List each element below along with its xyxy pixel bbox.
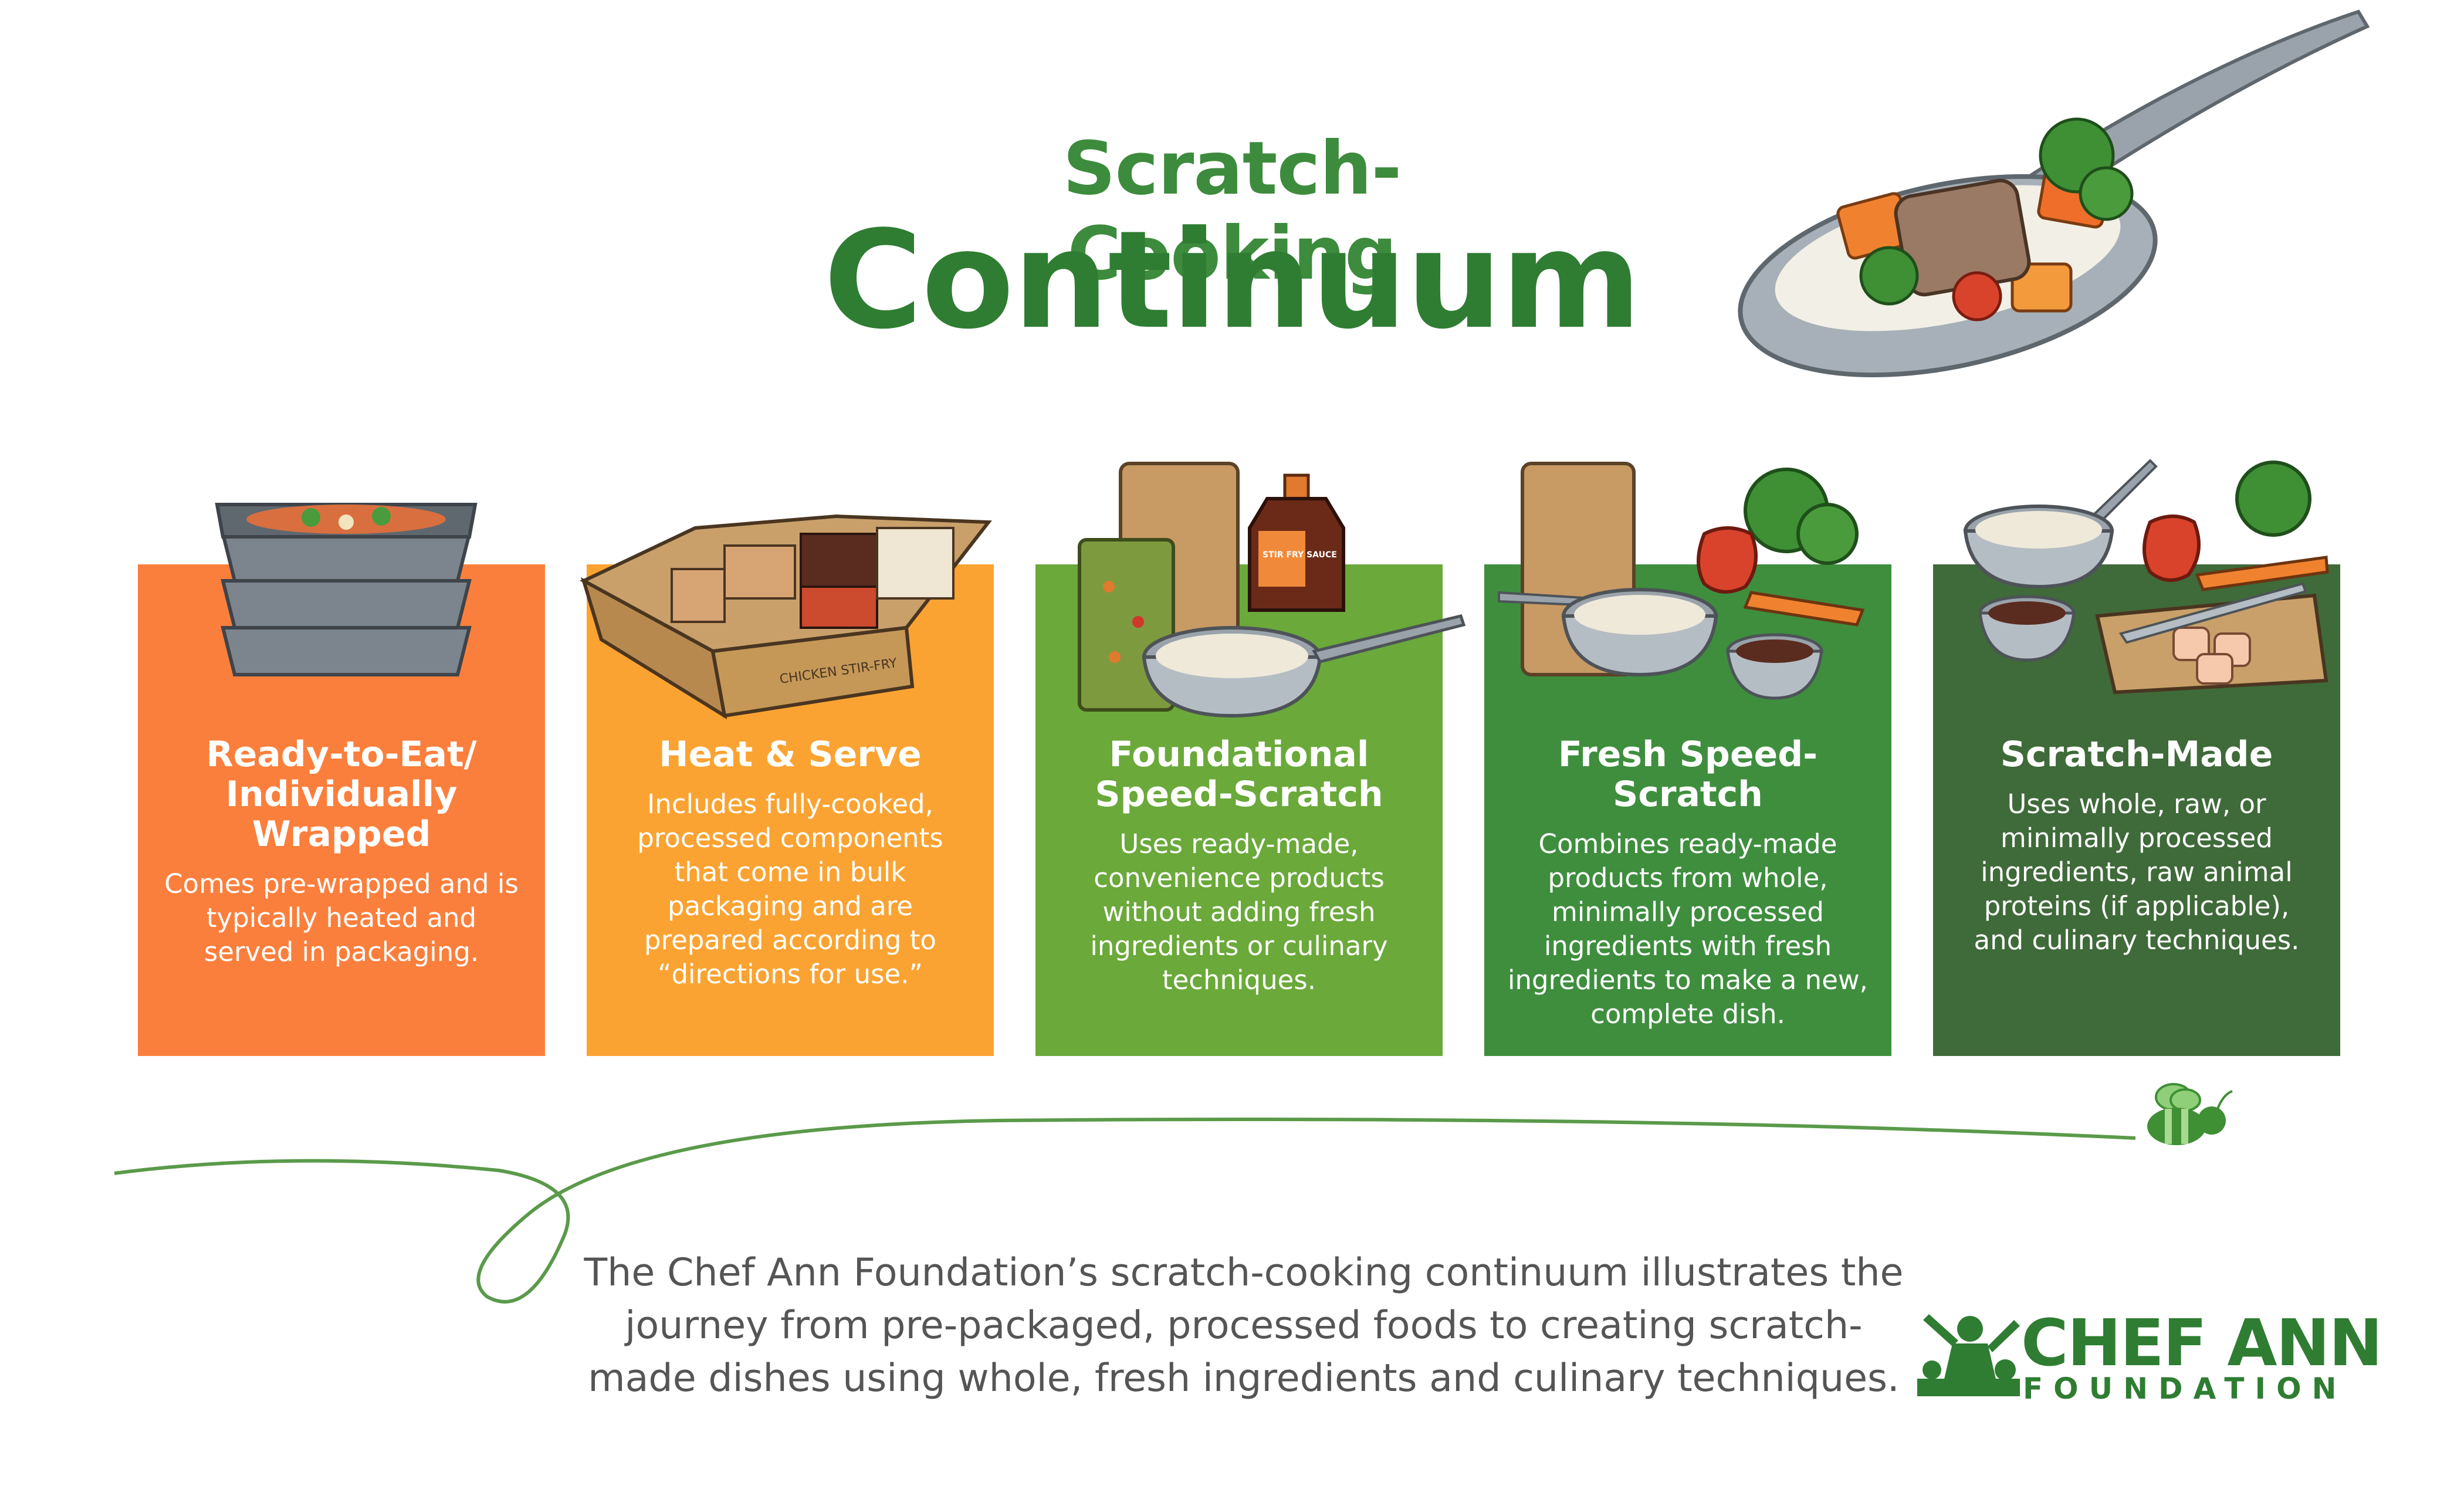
- chef-ann-logo-icon: [1917, 1314, 2020, 1396]
- convenience-products-icon: STIR FRY SAUCE: [1078, 462, 1466, 718]
- stage-title: Heat & Serve: [659, 734, 922, 775]
- title-line-2: Continuum: [823, 202, 1641, 359]
- bulk-box-icon: CHICKEN STIR-FRY: [580, 514, 992, 720]
- stage-description: Uses ready-made, convenience products wi…: [1090, 828, 1388, 996]
- stage-description: Includes fully-cooked, processed compone…: [637, 788, 943, 990]
- stage-title: Scratch-Made: [2000, 734, 2273, 775]
- stage-description: Combines ready-made products from whole,…: [1508, 828, 1868, 1030]
- stage-description: Uses whole, raw, or minimally processed …: [1974, 788, 2300, 956]
- stage-title: Foundational Speed-Scratch: [1095, 734, 1383, 815]
- bee-icon: [2147, 1083, 2233, 1145]
- cutting-board-icon: [1963, 459, 2329, 695]
- logo-subtitle: FOUNDATION: [2023, 1372, 2347, 1406]
- continuum-swirl-line: [114, 1118, 2136, 1304]
- stacked-trays-icon: [215, 503, 478, 676]
- spoon-illustration: [1738, 9, 2370, 378]
- title-line-1: Scratch-Cooking: [1062, 126, 1402, 296]
- bottle-label: STIR FRY SAUCE: [1263, 550, 1337, 560]
- stage-description: Comes pre-wrapped and is typically heate…: [164, 868, 519, 967]
- logo-name: CHEF ANN: [2021, 1305, 2383, 1380]
- fresh-ingredients-icon: [1498, 462, 1865, 700]
- footer-description: The Chef Ann Foundation’s scratch-cookin…: [584, 1251, 1904, 1400]
- stage-title: Ready-to-Eat/ Individually Wrapped: [206, 734, 477, 855]
- stage-title: Fresh Speed-Scratch: [1558, 734, 1818, 815]
